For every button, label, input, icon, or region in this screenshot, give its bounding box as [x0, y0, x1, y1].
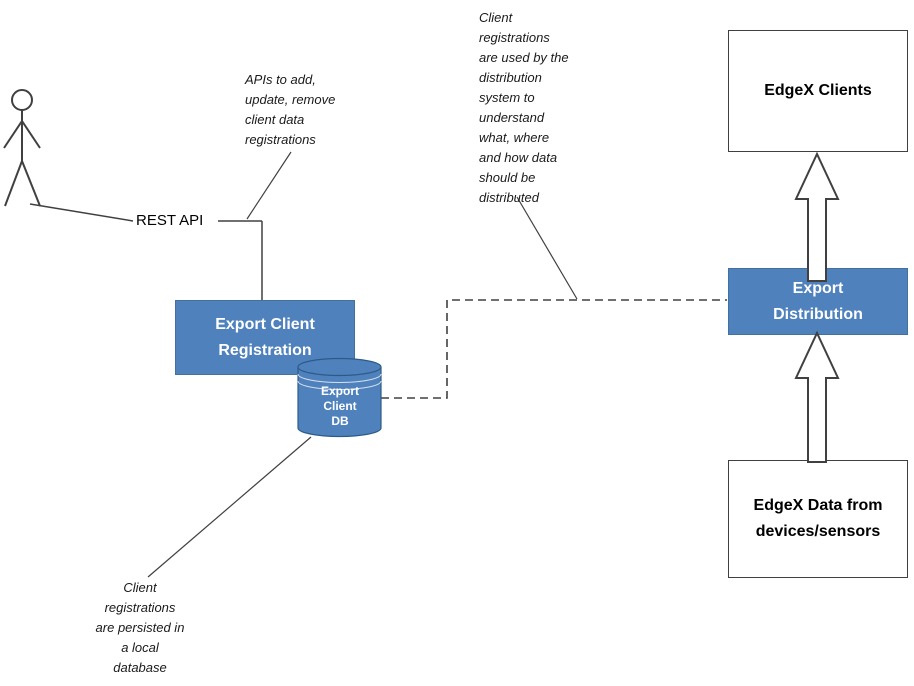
export-client-registration-box — [175, 300, 355, 375]
data-to-distribution-arrow — [794, 330, 840, 463]
rest-api-connector — [29, 203, 263, 300]
user-actor-icon — [3, 89, 41, 207]
distribution-to-clients-arrow — [794, 151, 840, 282]
rest-api-label: REST API — [136, 212, 204, 229]
export-distribution-label: Export Distribution — [773, 279, 863, 323]
distribution-note-pointer-line — [516, 196, 578, 300]
edgex-data-box — [728, 460, 908, 578]
edgex-clients-box — [728, 30, 908, 152]
distribution-note-annotation: Client registrations are used by the dis… — [479, 10, 569, 205]
apis-note-annotation: APIs to add, update, remove client data … — [245, 72, 336, 147]
export-client-db-label: Export Client DB — [320, 384, 359, 428]
db-to-distribution-dashed-connector — [381, 299, 727, 399]
apis-note-pointer-line — [246, 151, 292, 220]
export-client-registration-label: Export Client Registration — [215, 315, 315, 359]
persistence-note-annotation: Client registrations are persisted in a … — [95, 580, 185, 675]
edgex-data-label: EdgeX Data from devices/sensors — [753, 497, 883, 540]
export-client-db-cylinder — [297, 357, 382, 438]
persistence-note-pointer-line — [147, 436, 312, 578]
edgex-clients-label: EdgeX Clients — [764, 82, 872, 99]
